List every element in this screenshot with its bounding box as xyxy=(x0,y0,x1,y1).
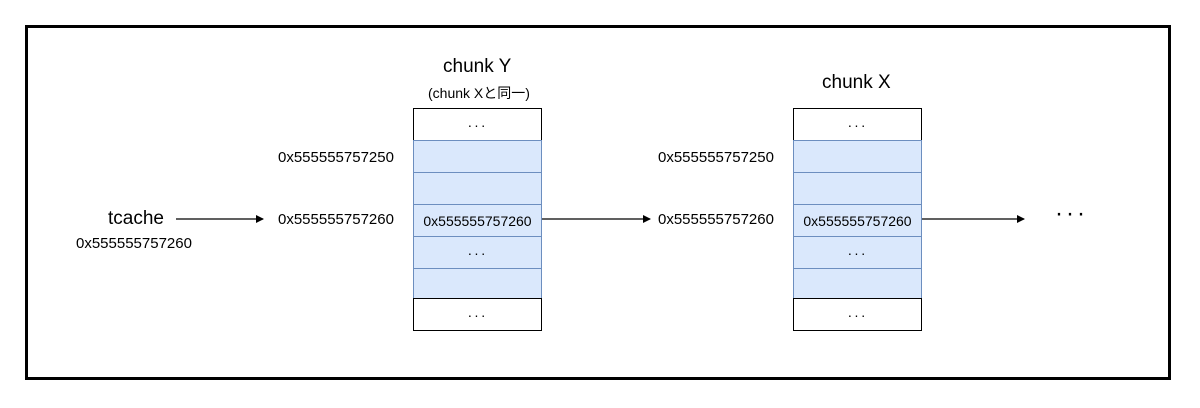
chunk-x-address-fd: 0x555555757260 xyxy=(658,211,774,228)
chunk-y-subtitle: (chunk Xと同一) xyxy=(428,85,530,101)
chunk-y-footer-cell: ··· xyxy=(413,298,542,331)
chunk-x-address-top: 0x555555757250 xyxy=(658,149,774,166)
chunk-y-address-top: 0x555555757250 xyxy=(278,149,394,166)
chunk-y-fd-cell: 0x555555757260 xyxy=(413,204,542,237)
chunk-x-fd-cell: 0x555555757260 xyxy=(793,204,922,237)
chunk-y-fd-value: 0x555555757260 xyxy=(423,212,532,229)
chunk-x-header-ellipsis: ··· xyxy=(847,116,868,133)
chunk-y-title: chunk Y xyxy=(443,56,512,77)
chunk-y-footer-ellipsis: ··· xyxy=(467,306,488,323)
chunk-x-row-2 xyxy=(793,172,922,205)
chunk-x-fd-value: 0x555555757260 xyxy=(803,212,912,229)
chunk-y-address-fd: 0x555555757260 xyxy=(278,211,394,228)
tcache-value: 0x555555757260 xyxy=(76,235,192,252)
chunk-x-footer-cell: ··· xyxy=(793,298,922,331)
diagram-frame xyxy=(25,25,1171,380)
chunk-y-header-ellipsis: ··· xyxy=(467,116,488,133)
chunk-x-footer-ellipsis: ··· xyxy=(847,306,868,323)
chunk-y-header-cell: ··· xyxy=(413,108,542,141)
chunk-y-mid-ellipsis: ··· xyxy=(467,244,488,261)
chunk-y-row-4: ··· xyxy=(413,236,542,269)
tcache-label: tcache xyxy=(108,208,164,229)
continuation-ellipsis: ··· xyxy=(1055,200,1088,227)
chunk-x-header-cell: ··· xyxy=(793,108,922,141)
chunk-x-title: chunk X xyxy=(822,72,891,93)
chunk-y-row-5 xyxy=(413,268,542,300)
chunk-x-mid-ellipsis: ··· xyxy=(847,244,868,261)
